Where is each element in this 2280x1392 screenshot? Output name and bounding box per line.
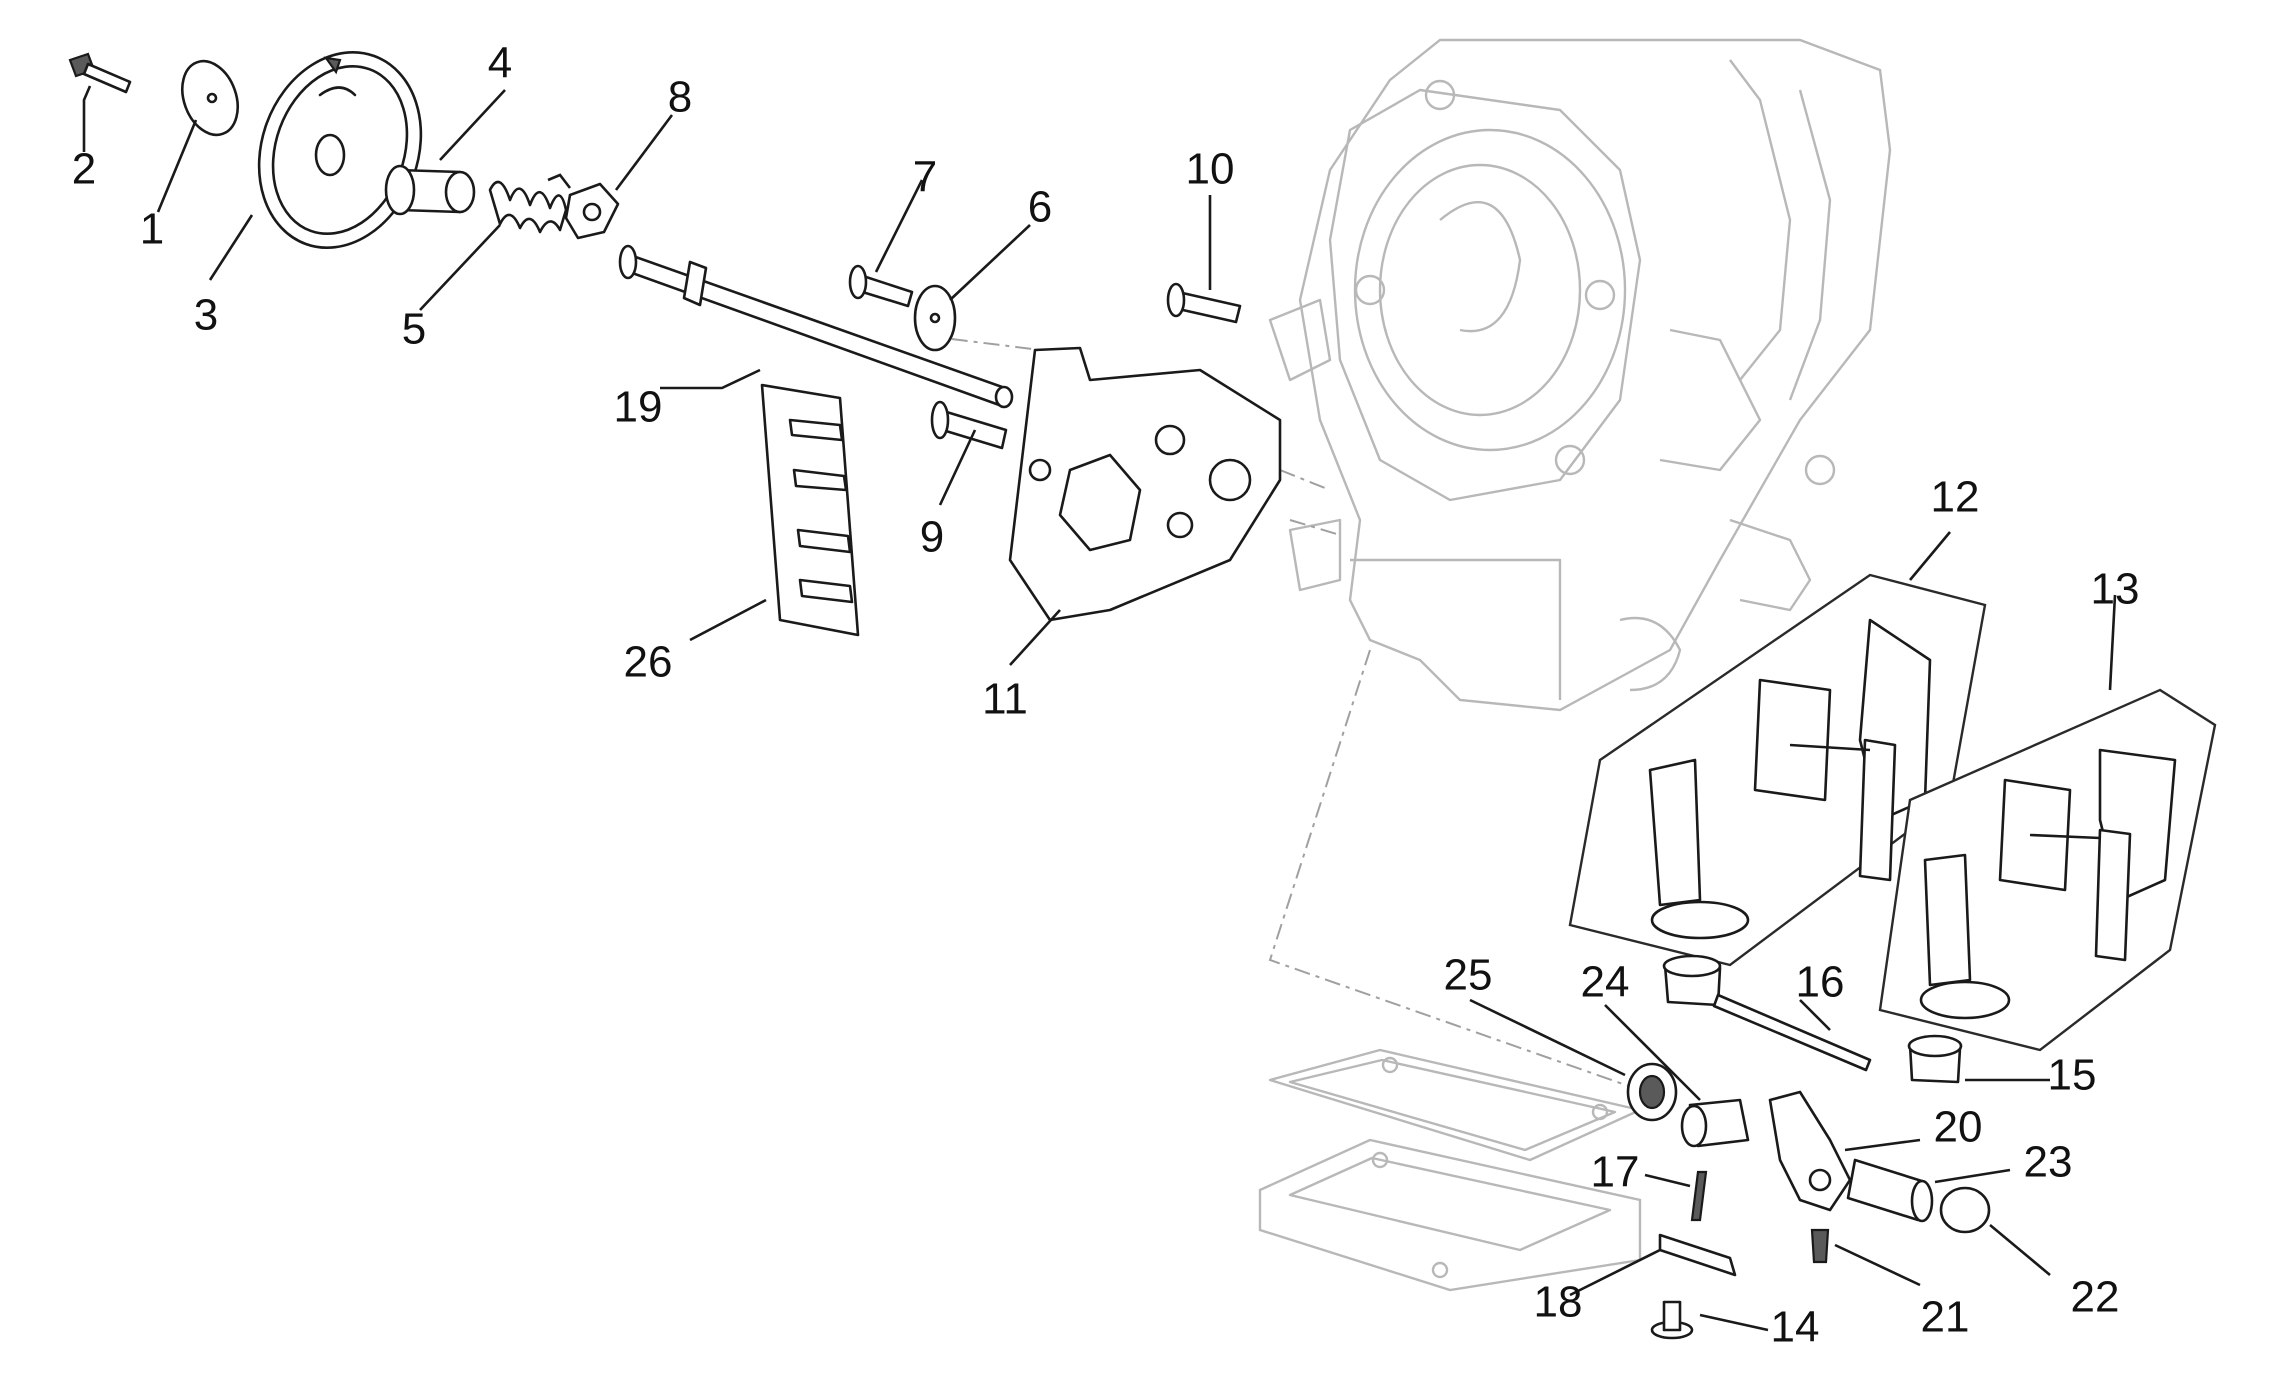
callout-13: 13 (2091, 565, 2140, 614)
callout-12: 12 (1931, 473, 1980, 522)
cap-part-22 (1939, 1186, 1991, 1234)
callout-19: 19 (614, 383, 663, 432)
callout-25: 25 (1444, 951, 1493, 1000)
washer-part-1 (181, 59, 239, 137)
callout-15: 15 (2048, 1051, 2097, 1100)
callout-2: 2 (72, 145, 96, 194)
callout-7: 7 (913, 153, 937, 202)
screw-part-7 (848, 264, 914, 308)
kit-frame-part-13 (1878, 688, 2217, 1052)
engine-block-outline (1268, 38, 1892, 712)
callout-4: 4 (488, 39, 512, 88)
callout-6: 6 (1028, 183, 1052, 232)
callout-20: 20 (1934, 1103, 1983, 1152)
sleeve-part-23 (1846, 1158, 1934, 1223)
seal-part-25 (1626, 1062, 1678, 1122)
callout-18: 18 (1534, 1278, 1583, 1327)
leader-lines (82, 85, 2117, 1332)
pin-part-16 (1712, 993, 1872, 1072)
washer-part-6 (913, 284, 957, 352)
mounting-plate-part-11 (1008, 346, 1282, 622)
pin-part-17 (1690, 1170, 1708, 1222)
clip-part-8 (564, 182, 620, 240)
callout-23: 23 (2024, 1138, 2073, 1187)
spring-clip-part-18 (1658, 1233, 1737, 1277)
callout-14: 14 (1771, 1303, 1820, 1352)
screw-part-14 (1650, 1300, 1694, 1340)
callout-11: 11 (982, 675, 1028, 724)
spring-part-5 (488, 173, 572, 234)
callout-5: 5 (402, 305, 426, 354)
callout-17: 17 (1591, 1148, 1640, 1197)
callout-labels: 1 2 3 4 5 6 7 8 9 10 11 12 13 14 15 16 1… (72, 39, 2140, 1352)
cover-plate-part-3 (257, 51, 423, 249)
bushing-part-15-upper (1662, 954, 1722, 1007)
screw-part-9 (930, 400, 1008, 450)
bushing-part-4 (384, 164, 476, 216)
kit-frame-part-12 (1568, 573, 1987, 967)
callout-3: 3 (194, 291, 218, 340)
shaft-part-19 (618, 244, 1014, 409)
small-screw-part-2 (68, 52, 132, 94)
fork-part-20 (1768, 1090, 1852, 1212)
callout-21: 21 (1921, 1293, 1970, 1342)
callout-16: 16 (1796, 958, 1845, 1007)
callout-8: 8 (668, 73, 692, 122)
gasket-outline (1258, 1048, 1642, 1292)
callout-24: 24 (1581, 958, 1630, 1007)
callout-26: 26 (624, 638, 673, 687)
callout-1: 1 (140, 205, 164, 254)
guide-plate-part-26 (760, 383, 860, 637)
bushing-part-15 (1907, 1034, 1963, 1084)
callout-22: 22 (2071, 1273, 2120, 1322)
bushing-part-24 (1680, 1098, 1750, 1148)
screw-part-10 (1166, 282, 1242, 324)
screw-part-21 (1810, 1228, 1830, 1264)
callout-10: 10 (1186, 145, 1235, 194)
callout-9: 9 (920, 513, 944, 562)
